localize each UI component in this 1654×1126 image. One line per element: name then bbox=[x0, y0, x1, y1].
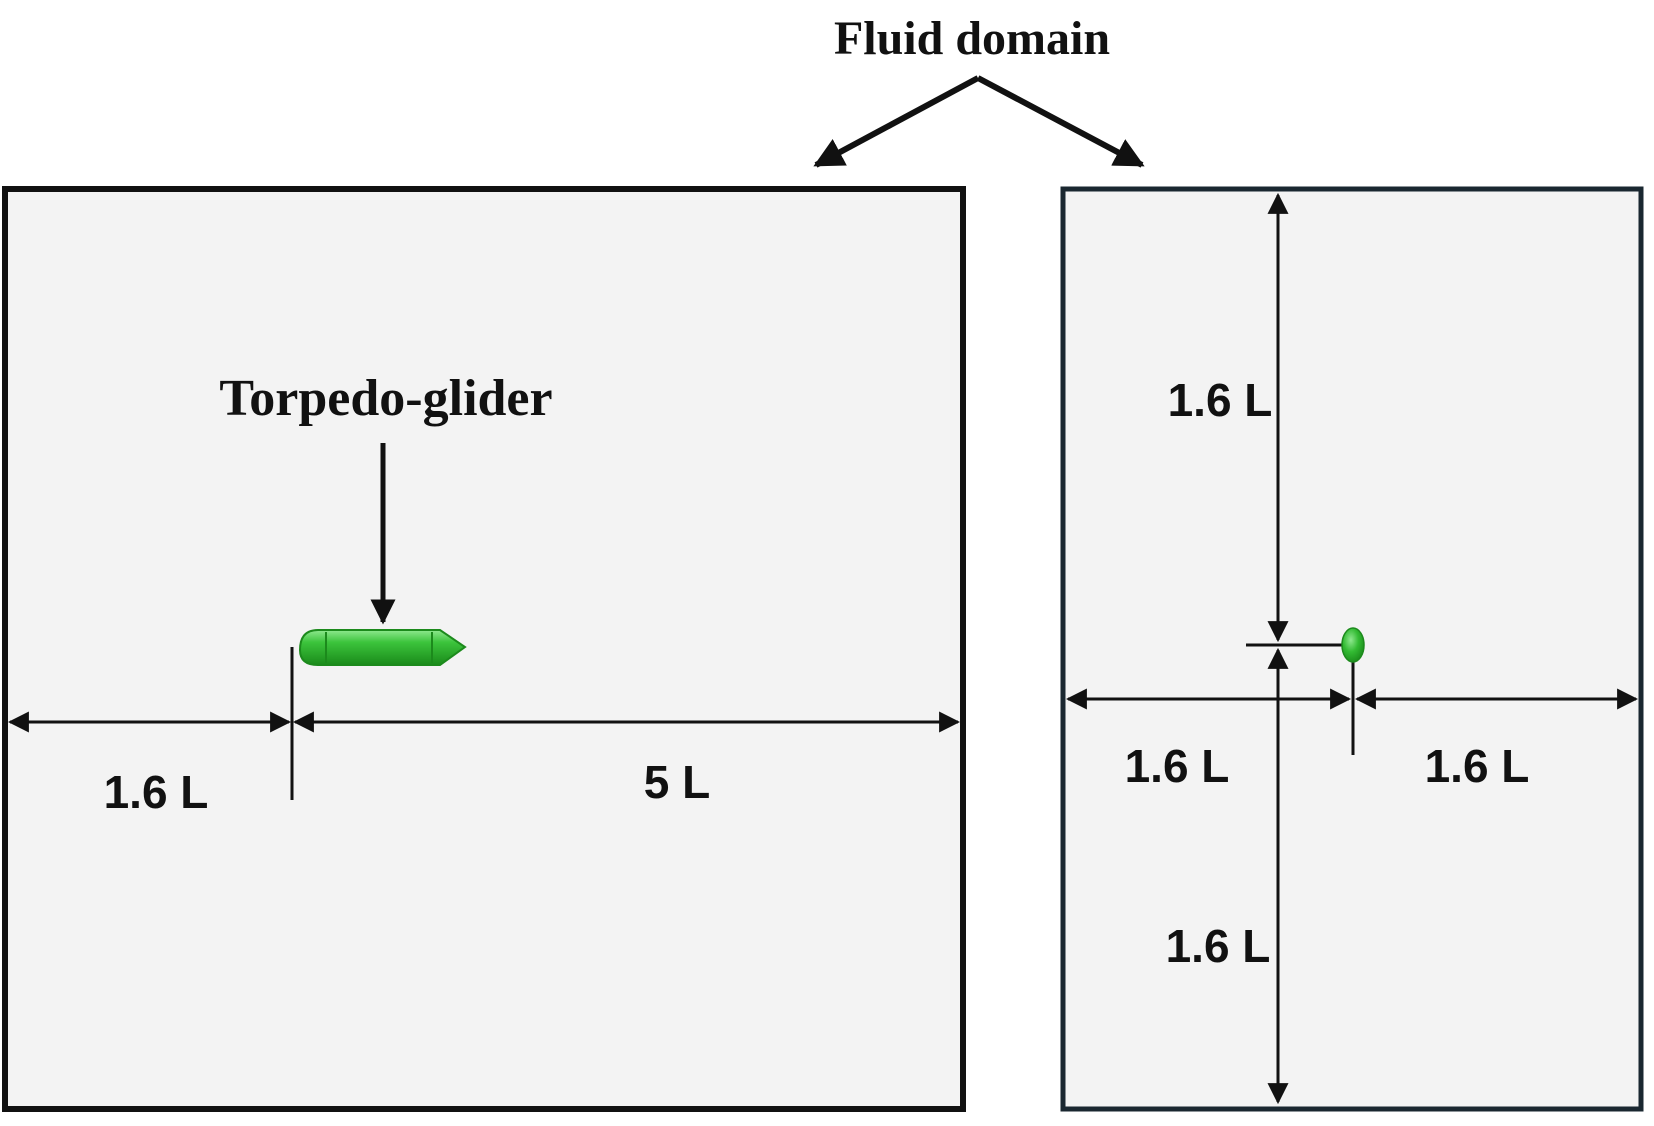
front-view-domain-box bbox=[1060, 186, 1644, 1112]
left-distance-label: 1.6 L bbox=[1125, 740, 1230, 792]
top-distance-label: 1.6 L bbox=[1168, 374, 1273, 426]
downstream-length-label: 5 L bbox=[644, 756, 710, 808]
bottom-distance-label: 1.6 L bbox=[1166, 920, 1271, 972]
side-view-panel: Torpedo-glider 1.6 L 5 L bbox=[2, 186, 966, 1112]
upstream-length-label: 1.6 L bbox=[104, 766, 209, 818]
torpedo-glider-label: Torpedo-glider bbox=[219, 370, 552, 427]
torpedo-glider-cross-section bbox=[1341, 627, 1365, 663]
fluid-domain-pointer-arrows bbox=[813, 75, 1145, 168]
pointer-arrow-right bbox=[976, 75, 1145, 168]
fluid-domain-label: Fluid domain bbox=[834, 12, 1110, 65]
side-view-domain-box bbox=[2, 186, 966, 1112]
pointer-arrow-left bbox=[813, 75, 980, 168]
torpedo-glider-body bbox=[298, 629, 467, 666]
right-distance-label: 1.6 L bbox=[1425, 740, 1530, 792]
front-view-panel: 1.6 L 1.6 L 1.6 L 1.6 L bbox=[1060, 186, 1644, 1112]
